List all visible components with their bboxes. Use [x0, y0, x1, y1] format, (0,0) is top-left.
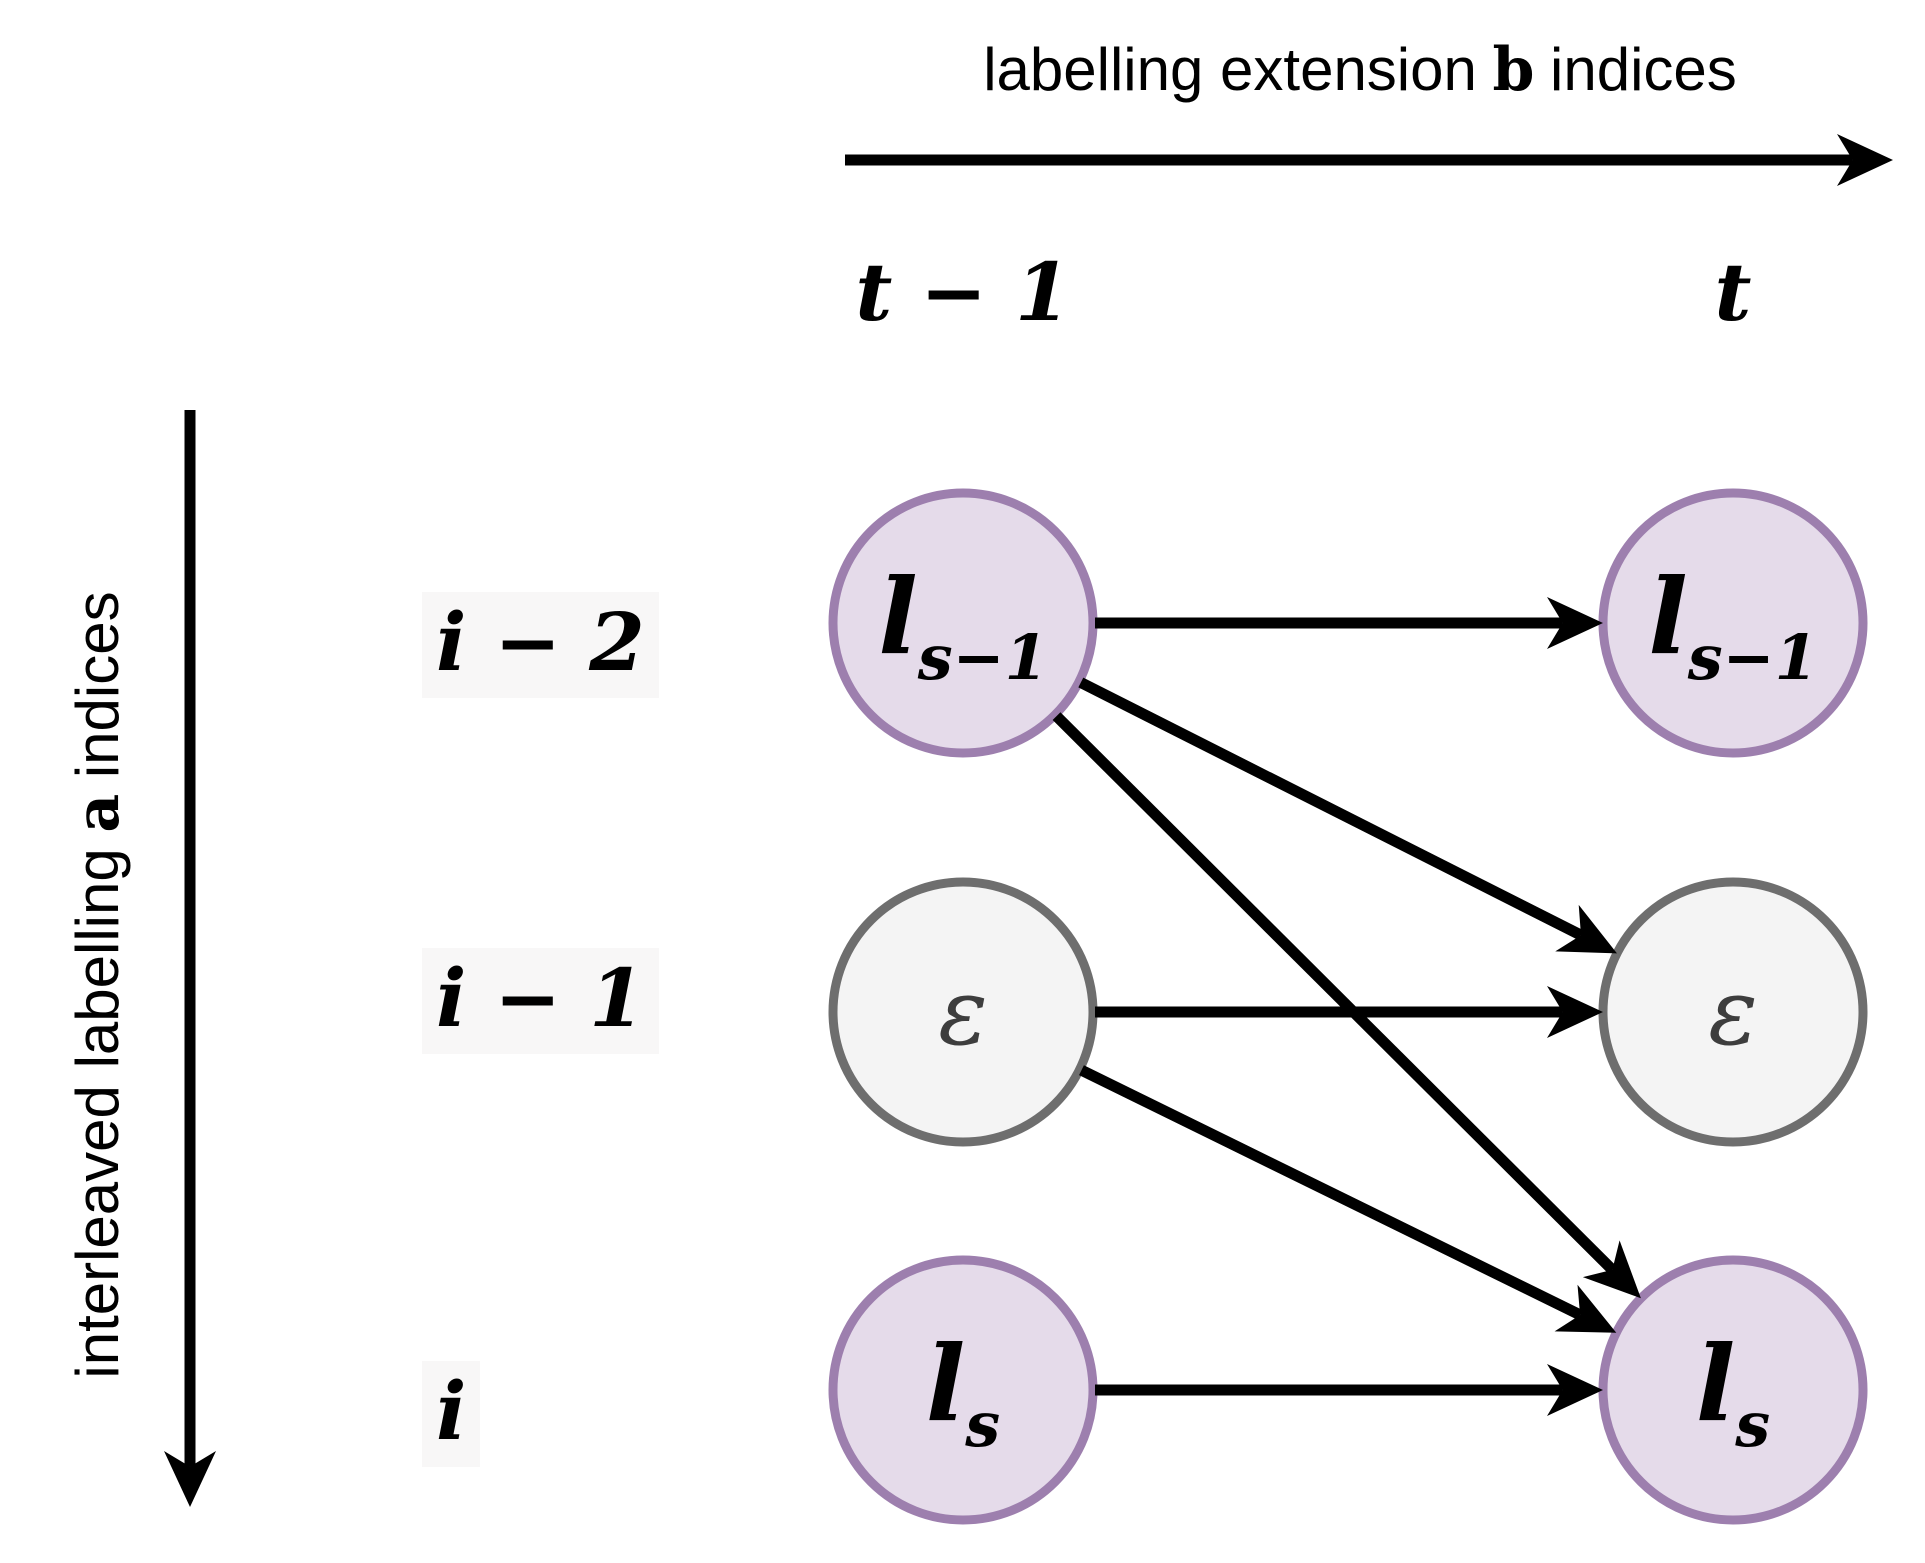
edge-tm1-im2-to-t-im1-head — [1555, 904, 1617, 954]
edge-tm1-i-to-t-i-head — [1547, 1364, 1603, 1416]
row-label-i: i — [422, 1361, 481, 1467]
edge-tm1-im2-to-t-i-shaft — [1052, 712, 1617, 1274]
column-label-t-minus-1: t − 1 — [855, 245, 1071, 339]
y-axis-arrow — [164, 410, 216, 1507]
node-t-im1: ε — [1598, 877, 1868, 1147]
node-circle-tm1-i — [828, 1255, 1098, 1525]
node-circle-tm1-im2 — [828, 488, 1098, 758]
node-label-tm1-im2: ls−1 — [878, 555, 1048, 694]
x-axis-title-bold-b: b — [1492, 35, 1535, 105]
x-axis-arrow — [845, 134, 1893, 186]
row-label-i-minus-2: i − 2 — [422, 592, 659, 698]
edge-tm1-im1-to-t-im1 — [1095, 986, 1603, 1038]
node-label-tm1-im1: ε — [938, 959, 987, 1066]
edge-tm1-i-to-t-i — [1095, 1364, 1603, 1416]
edge-tm1-im2-to-t-i-head — [1582, 1240, 1641, 1299]
edge-tm1-im2-to-t-i — [1052, 712, 1641, 1299]
edge-tm1-im2-to-t-im2-head — [1547, 597, 1603, 649]
node-tm1-i: ls — [828, 1255, 1098, 1525]
node-t-i: ls — [1598, 1255, 1868, 1525]
node-label-t-im2: ls−1 — [1648, 555, 1818, 694]
node-tm1-im1: ε — [828, 877, 1098, 1147]
edge-tm1-im2-to-t-im1 — [1078, 677, 1617, 954]
edge-tm1-im1-to-t-im1-head — [1547, 986, 1603, 1038]
y-axis-arrow-head — [164, 1451, 216, 1507]
edge-tm1-im2-to-t-im2 — [1095, 597, 1603, 649]
edge-tm1-im1-to-t-i-shaft — [1079, 1065, 1583, 1320]
row-label-i-minus-1: i − 1 — [422, 948, 659, 1054]
x-axis-title-suffix: indices — [1550, 36, 1737, 103]
edge-tm1-im1-to-t-i-head — [1554, 1284, 1617, 1333]
x-axis-arrow-head — [1837, 134, 1893, 186]
node-t-im2: ls−1 — [1598, 488, 1868, 758]
x-axis-title-prefix: labelling extension — [983, 36, 1477, 103]
node-label-tm1-i: ls — [926, 1322, 1000, 1461]
column-label-t: t — [1714, 245, 1752, 339]
node-tm1-im2: ls−1 — [828, 488, 1098, 758]
edge-tm1-im2-to-t-im1-shaft — [1078, 677, 1584, 941]
edge-tm1-im1-to-t-i — [1079, 1065, 1617, 1333]
node-label-t-i: ls — [1696, 1322, 1770, 1461]
node-circle-tm1-im1 — [828, 877, 1098, 1147]
node-label-t-im1: ε — [1708, 959, 1757, 1066]
